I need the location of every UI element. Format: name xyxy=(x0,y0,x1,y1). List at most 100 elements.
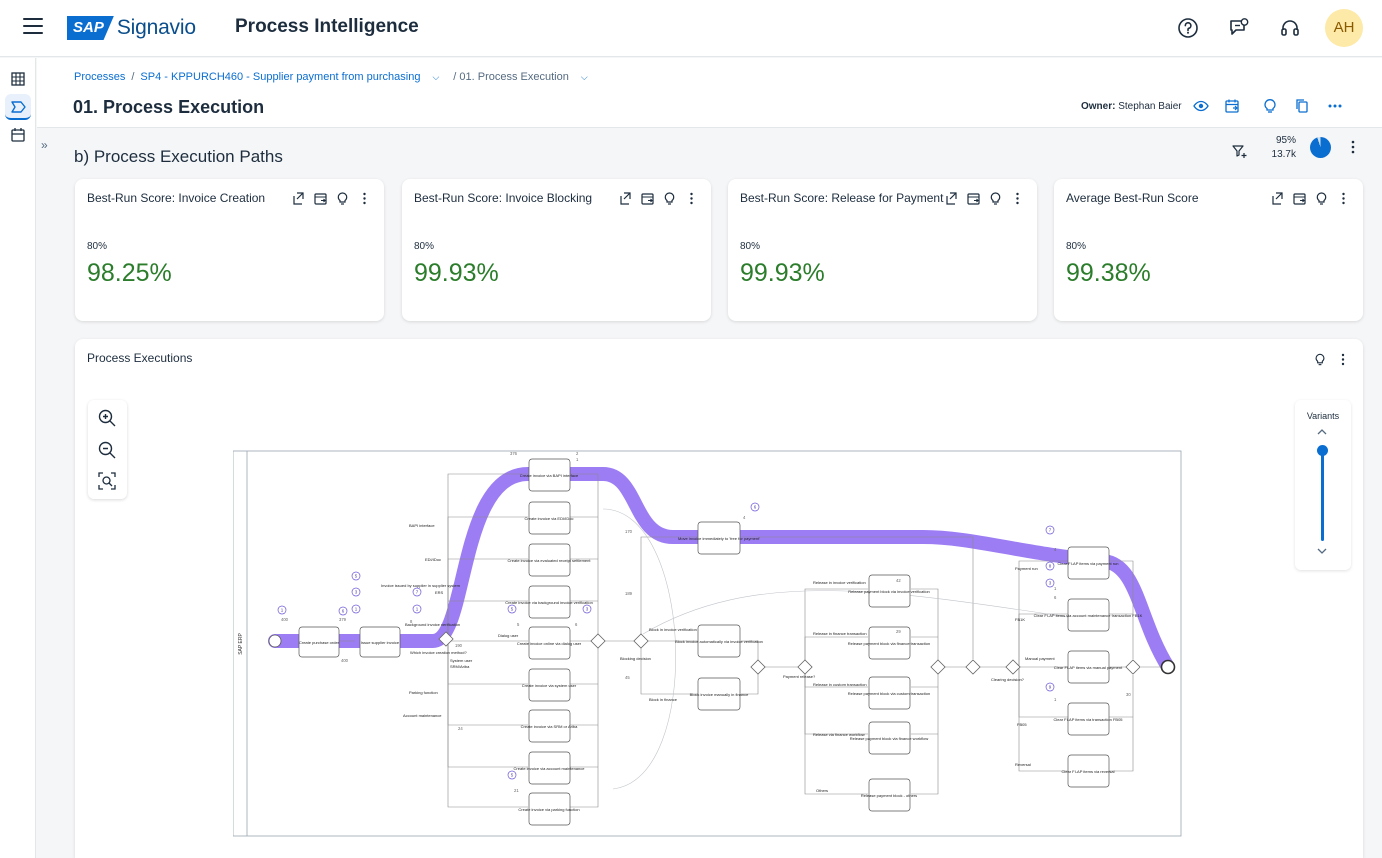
export-icon[interactable] xyxy=(291,191,306,206)
bpmn-process-diagram[interactable]: SAP ERP xyxy=(233,449,1183,837)
label-block-iv: Block in invoice verification xyxy=(649,627,697,632)
label-payment-release: Payment release? xyxy=(783,674,816,679)
view-eye-icon[interactable] xyxy=(1193,98,1209,114)
badge-number: 1 xyxy=(416,607,419,612)
badge-number: 5 xyxy=(355,574,358,579)
more-vertical-icon[interactable] xyxy=(684,191,699,206)
badge-number: 5 xyxy=(511,773,514,778)
count-label: 4 xyxy=(743,515,746,520)
coverage-percent: 95% xyxy=(1275,135,1296,146)
zoom-out-icon[interactable] xyxy=(97,440,117,460)
breadcrumb-process[interactable]: SP4 - KPPURCH460 - Supplier payment from… xyxy=(140,71,421,83)
breadcrumb: Processes / SP4 - KPPURCH460 - Supplier … xyxy=(74,71,588,83)
insight-bulb-icon[interactable] xyxy=(335,191,350,206)
kpi-card-invoice-blocking[interactable]: Best-Run Score: Invoice Blocking 80% 99.… xyxy=(402,179,711,321)
kpi-card-average-best-run[interactable]: Average Best-Run Score 80% 99.38% xyxy=(1054,179,1363,321)
table-view-icon[interactable] xyxy=(5,66,31,92)
zoom-controls xyxy=(88,400,127,499)
kpi-value: 98.25% xyxy=(87,259,172,287)
insight-bulb-icon[interactable] xyxy=(1262,98,1278,114)
count-label: 2 xyxy=(576,451,579,456)
label-bapi-interface: BAPI interface xyxy=(409,523,435,528)
card-title: Best-Run Score: Release for Payment xyxy=(740,191,944,205)
label-release-finance: Release in finance transaction xyxy=(813,631,867,636)
task-release-custom: Release payment block via custom transac… xyxy=(848,691,930,696)
card-title: Best-Run Score: Invoice Blocking xyxy=(414,191,593,205)
count-label: 5 xyxy=(517,622,520,627)
variants-handle[interactable] xyxy=(1317,445,1328,456)
breadcrumb-separator: / xyxy=(131,71,135,83)
schedule-icon[interactable] xyxy=(640,191,655,206)
schedule-icon[interactable] xyxy=(313,191,328,206)
zoom-fit-icon[interactable] xyxy=(97,471,117,491)
schedule-icon[interactable] xyxy=(1224,98,1240,114)
add-filter-icon[interactable] xyxy=(1231,143,1247,159)
task-release-others: Release payment block - others xyxy=(861,793,917,798)
breadcrumb-processes[interactable]: Processes xyxy=(74,71,126,83)
task-background: Create invoice via background invoice ve… xyxy=(505,600,593,605)
variants-track[interactable] xyxy=(1321,452,1324,541)
more-vertical-icon[interactable] xyxy=(1337,352,1349,367)
kpi-card-invoice-creation[interactable]: Best-Run Score: Invoice Creation 80% 98.… xyxy=(75,179,384,321)
support-headset-icon[interactable] xyxy=(1279,17,1301,39)
pool-frame xyxy=(233,450,1182,837)
label-manual-payment: Manual payment xyxy=(1025,656,1055,661)
task-clear-payment-run: Clear FI-AP items via payment run xyxy=(1057,561,1118,566)
coverage-summary: 95% 13.7k xyxy=(1263,134,1296,162)
more-vertical-icon[interactable] xyxy=(1010,191,1025,206)
label-edi: EDI/IDoc xyxy=(425,557,441,562)
menu-icon[interactable] xyxy=(23,18,43,36)
export-icon[interactable] xyxy=(618,191,633,206)
path-badges: 1 6 5 3 1 8 2 6 5 3 7 1 5 7 3 9 8 xyxy=(277,502,1055,780)
export-icon[interactable] xyxy=(944,191,959,206)
badge-number: 1 xyxy=(281,608,284,613)
section-more-icon[interactable] xyxy=(1346,139,1360,155)
label-others: Others xyxy=(816,788,828,793)
owner-label: Owner: xyxy=(1081,101,1116,112)
export-icon[interactable] xyxy=(1270,191,1285,206)
count-label: 189 xyxy=(625,591,633,596)
copy-icon[interactable] xyxy=(1294,98,1310,114)
variants-slider[interactable]: Variants xyxy=(1295,400,1351,570)
insight-bulb-icon[interactable] xyxy=(988,191,1003,206)
chevron-up-icon[interactable] xyxy=(1315,427,1329,437)
more-options-icon[interactable] xyxy=(1327,98,1343,114)
app-title: Process Intelligence xyxy=(235,16,419,37)
insight-bulb-icon[interactable] xyxy=(662,191,677,206)
task-release-finance: Release payment block via finance transa… xyxy=(848,641,931,646)
owner-name: Stephan Baier xyxy=(1118,101,1182,112)
task-dialog: Create invoice online via dialog user xyxy=(517,641,582,646)
count-label: 400 xyxy=(281,617,289,622)
task-clear-reversal: Clear FI-AP items via reversal xyxy=(1061,769,1114,774)
more-vertical-icon[interactable] xyxy=(357,191,372,206)
pool-label: SAP ERP xyxy=(238,633,244,655)
zoom-in-icon[interactable] xyxy=(97,408,117,428)
chevron-down-icon[interactable] xyxy=(1315,546,1329,556)
chevron-down-icon[interactable]: ⌵ xyxy=(580,71,588,82)
card-title: Best-Run Score: Invoice Creation xyxy=(87,191,266,205)
task-clear-fb05: Clear FI-AP items via transaction FB05 xyxy=(1053,717,1123,722)
more-vertical-icon[interactable] xyxy=(1336,191,1351,206)
help-icon[interactable] xyxy=(1177,17,1199,39)
kpi-card-release-for-payment[interactable]: Best-Run Score: Release for Payment 80% … xyxy=(728,179,1037,321)
count-label: 170 xyxy=(625,529,633,534)
task-clear-manual: Clear FI-AP items via manual payment xyxy=(1054,665,1123,670)
insight-bulb-icon[interactable] xyxy=(1313,352,1327,367)
user-avatar[interactable]: AH xyxy=(1325,9,1363,47)
feedback-icon[interactable] xyxy=(1228,17,1250,39)
signavio-logo[interactable]: SAP Signavio xyxy=(67,15,196,41)
task-account-maintenance: Create invoice via account maintenance xyxy=(514,766,586,771)
target-value: 80% xyxy=(1066,241,1087,252)
schedule-icon[interactable] xyxy=(1292,191,1307,206)
kpi-value: 99.93% xyxy=(740,259,825,287)
signavio-wordmark: Signavio xyxy=(116,16,196,39)
calendar-icon[interactable] xyxy=(5,122,31,148)
target-value: 80% xyxy=(87,241,108,252)
process-view-icon[interactable] xyxy=(5,94,31,120)
expand-panel-icon[interactable]: » xyxy=(41,138,48,152)
chevron-down-icon[interactable]: ⌵ xyxy=(432,71,440,82)
insight-bulb-icon[interactable] xyxy=(1314,191,1329,206)
label-reversal: Reversal xyxy=(1015,762,1031,767)
schedule-icon[interactable] xyxy=(966,191,981,206)
end-event xyxy=(1160,659,1176,675)
